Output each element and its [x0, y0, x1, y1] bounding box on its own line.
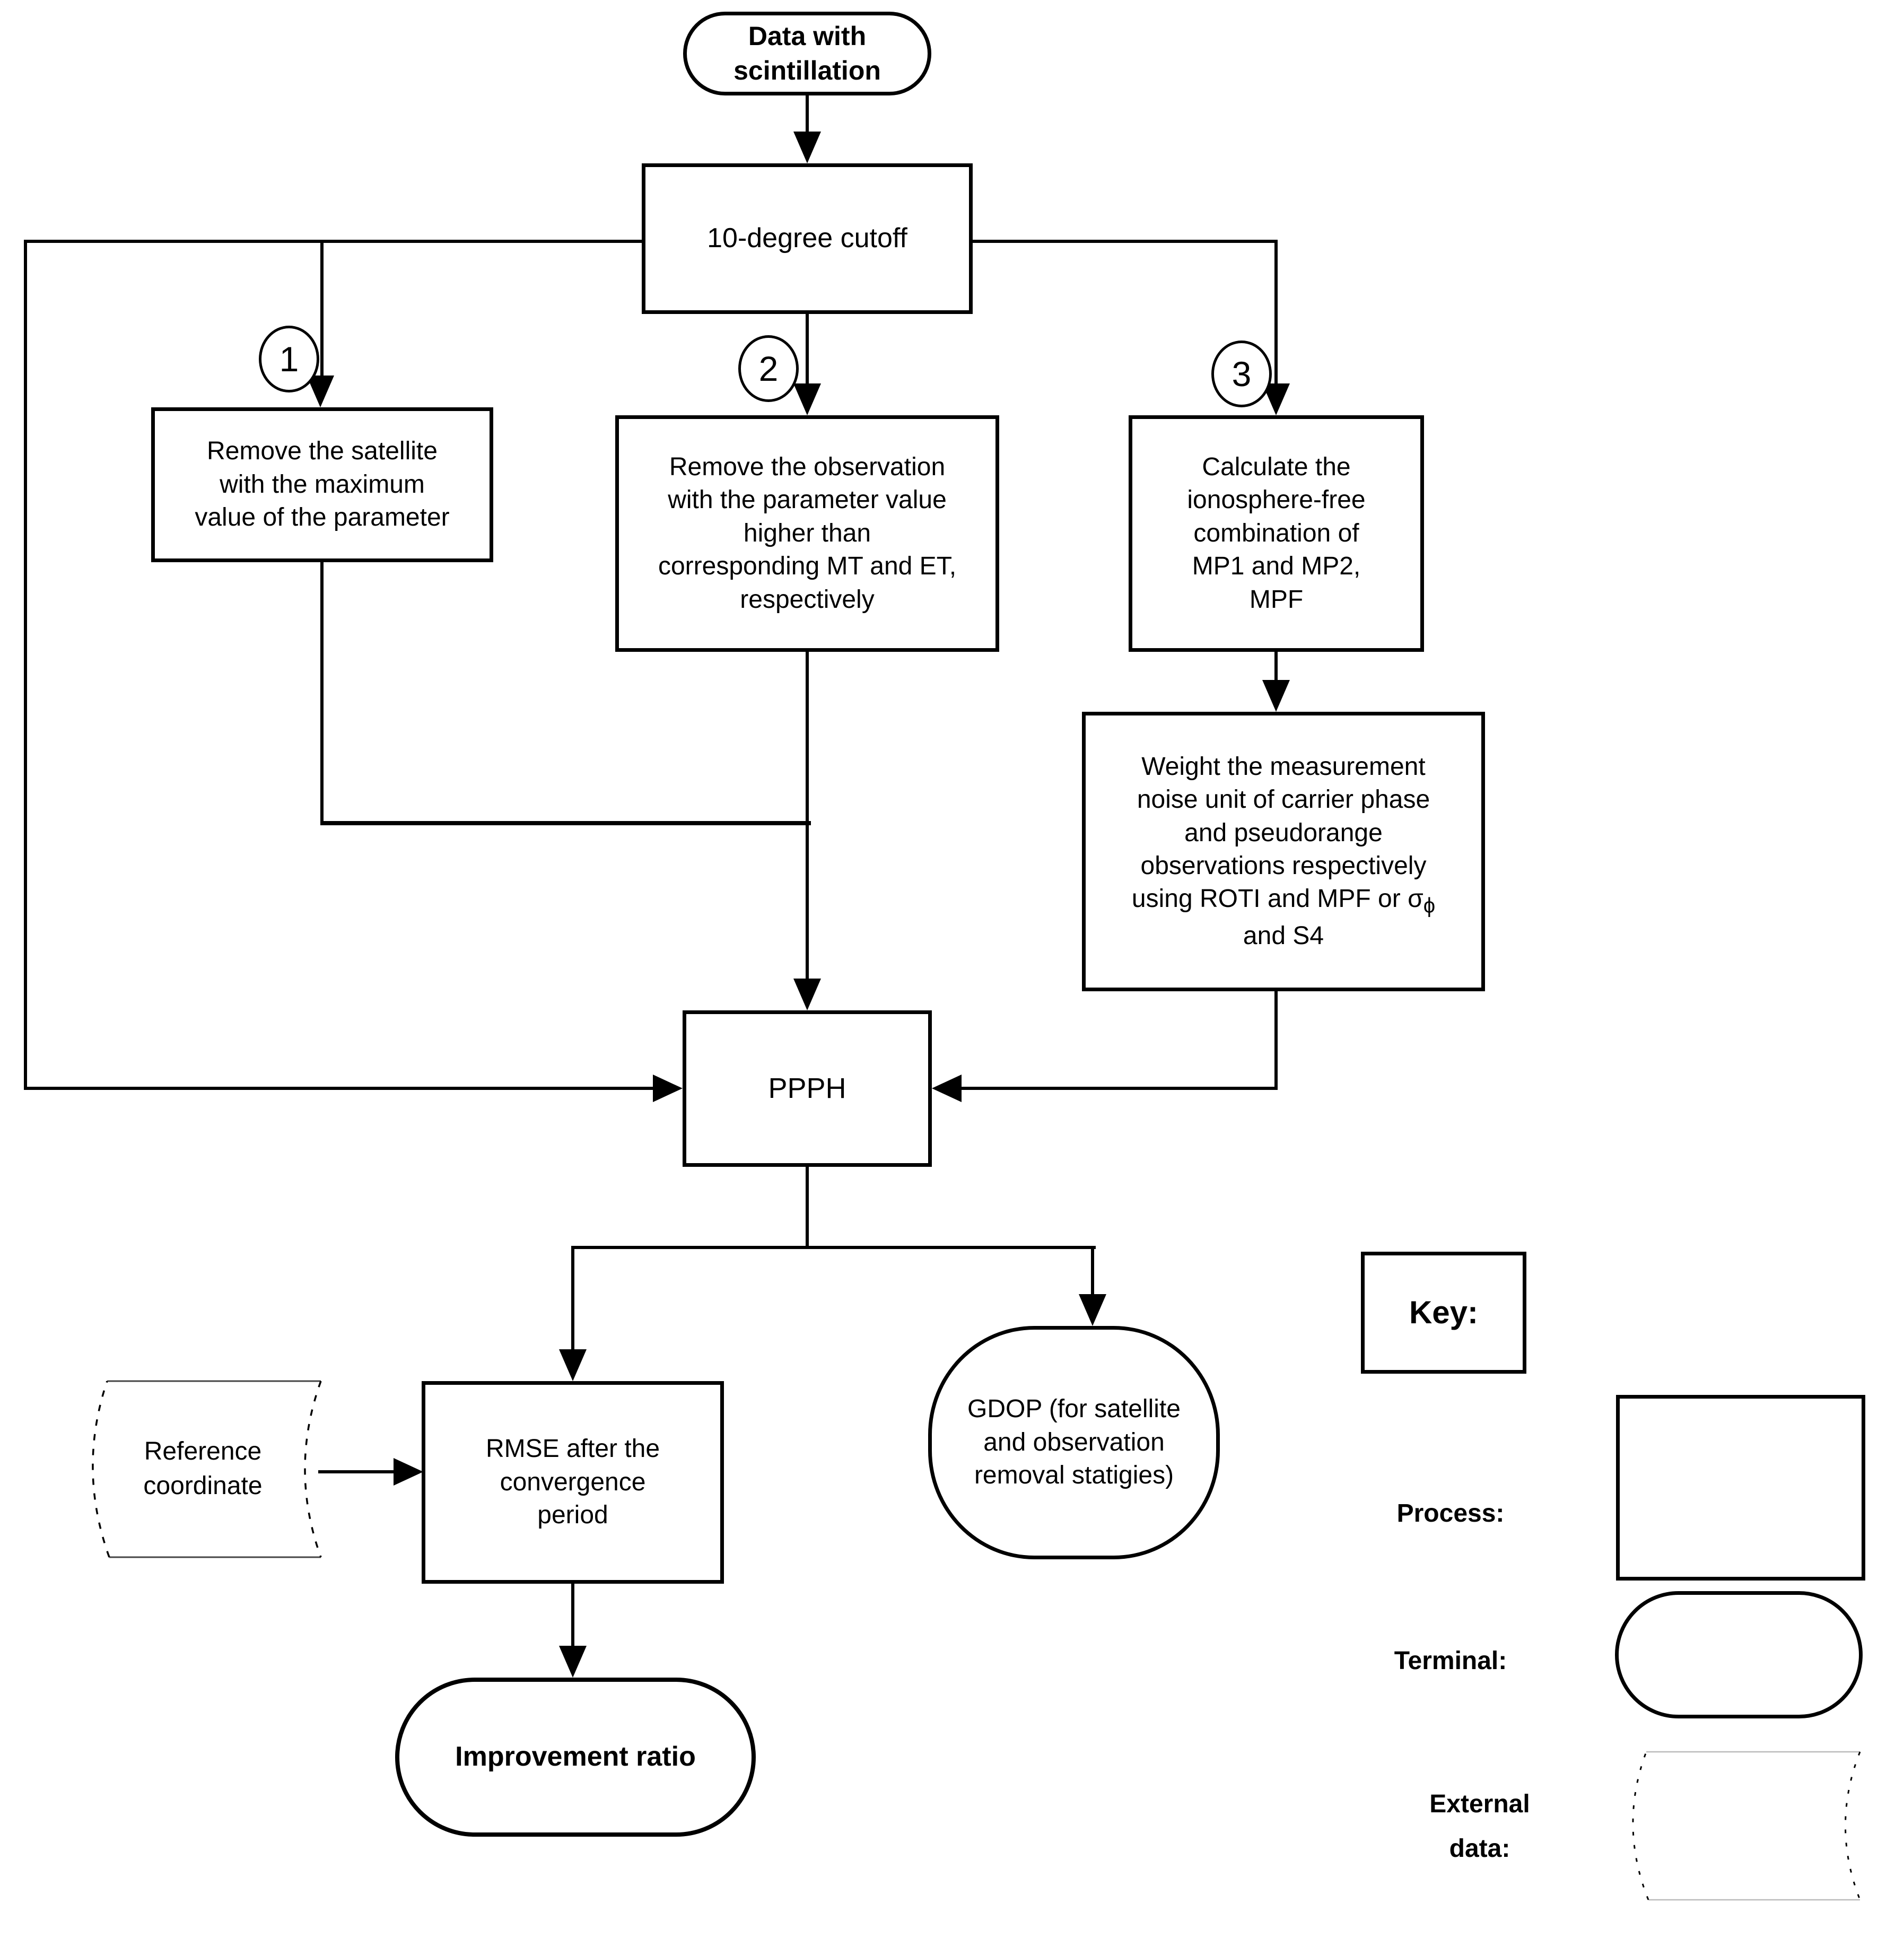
- node-label-line: with the parameter value: [668, 486, 947, 514]
- key-external-shape: [1632, 1751, 1861, 1901]
- process-remove-satellite: Remove the satellite with the maximum va…: [151, 407, 493, 562]
- node-label-line: convergence: [500, 1468, 646, 1496]
- connector-start-to-cutoff: [806, 95, 809, 135]
- node-label-line: value of the parameter: [195, 503, 450, 532]
- phi-subscript: ϕ: [1423, 894, 1436, 918]
- node-label-line: RMSE after the: [485, 1435, 660, 1463]
- key-external-label-line: External: [1429, 1790, 1530, 1818]
- connector-branch1-stem: [320, 240, 324, 379]
- process-ionosphere-free: Calculate the ionosphere-free combinatio…: [1129, 415, 1424, 652]
- connector-weight-down: [1274, 991, 1278, 1090]
- arrowhead-into-gdop: [1079, 1294, 1106, 1326]
- badge-2: 2: [738, 335, 799, 402]
- node-label-line: Calculate the: [1202, 453, 1351, 482]
- node-label-line: using ROTI and MPF or σϕ: [1132, 883, 1435, 920]
- process-remove-observation: Remove the observation with the paramete…: [615, 415, 999, 652]
- node-label-line: combination of: [1193, 519, 1359, 547]
- arrowhead-into-ppph-right: [932, 1075, 962, 1102]
- node-label-line: MPF: [1249, 585, 1304, 614]
- arrowhead-into-rmse: [559, 1349, 587, 1381]
- badge-1: 1: [259, 326, 319, 392]
- terminal-improvement-ratio: Improvement ratio: [395, 1678, 756, 1837]
- external-reference-coordinate: Reference coordinate: [90, 1379, 316, 1559]
- node-label-line: 10-degree cutoff: [707, 223, 907, 254]
- node-label-line: and S4: [1243, 921, 1324, 950]
- connector-left-to-ppph: [24, 1087, 655, 1090]
- node-label-line: period: [537, 1501, 608, 1530]
- connector-branch1-junction: [320, 821, 811, 825]
- connector-branch2-stem: [806, 314, 809, 386]
- node-label-line: GDOP (for satellite: [967, 1395, 1181, 1424]
- arrowhead-into-branch2: [793, 383, 821, 415]
- node-label-line: Remove the satellite: [207, 437, 438, 466]
- arrowhead-into-rmse-left: [394, 1458, 423, 1486]
- connector-branch2-to-ppph: [806, 652, 809, 981]
- connector-weight-to-ppph: [962, 1087, 1278, 1090]
- badge-number: 3: [1232, 354, 1252, 394]
- arrowhead-into-ppph-left: [653, 1075, 683, 1102]
- node-label-line: respectively: [740, 585, 875, 614]
- node-label-line: and pseudorange: [1184, 818, 1383, 847]
- node-label-line: with the maximum: [220, 470, 425, 499]
- node-label-line: observations respectively: [1140, 851, 1427, 880]
- connector-cutoff-right-horizontal: [973, 240, 1278, 243]
- node-label-line: Improvement ratio: [455, 1741, 696, 1773]
- process-rmse: RMSE after the convergence period: [422, 1381, 724, 1584]
- arrowhead-into-ppph-top: [793, 979, 821, 1010]
- connector-far-left-vertical: [24, 240, 27, 1090]
- connector-branch3-stem: [1274, 240, 1278, 386]
- node-label-line: corresponding MT and ET,: [658, 552, 957, 581]
- key-title: Key:: [1361, 1252, 1526, 1374]
- node-label-line: scintillation: [733, 56, 881, 85]
- connector-branch1-down: [320, 562, 324, 825]
- node-label-line: and observation: [983, 1428, 1165, 1456]
- connector-rmse-to-improvement: [571, 1584, 574, 1648]
- node-label-line: removal statigies): [974, 1461, 1174, 1490]
- badge-3: 3: [1211, 341, 1272, 407]
- node-label-line: Remove the observation: [669, 453, 946, 482]
- node-label-line: noise unit of carrier phase: [1137, 785, 1430, 814]
- start-terminal: Data with scintillation: [683, 12, 931, 95]
- key-terminal-shape: [1615, 1591, 1863, 1718]
- node-label-line: MP1 and MP2,: [1192, 552, 1361, 581]
- node-label-line: coordinate: [143, 1472, 263, 1500]
- process-10-degree-cutoff: 10-degree cutoff: [642, 163, 973, 314]
- arrowhead-into-weight: [1262, 680, 1290, 712]
- key-external-label-line: data:: [1449, 1835, 1510, 1863]
- arrowhead-into-improvement: [559, 1646, 587, 1678]
- node-label-line: PPPH: [768, 1072, 846, 1105]
- terminal-gdop: GDOP (for satellite and observation remo…: [928, 1326, 1220, 1559]
- key-process-shape: [1616, 1395, 1865, 1581]
- key-external-label: External data:: [1379, 1782, 1580, 1871]
- key-process-label: Process:: [1396, 1499, 1505, 1527]
- external-reference-coordinate-shape: [92, 1380, 322, 1558]
- process-ppph: PPPH: [683, 1010, 932, 1167]
- node-label-line: Weight the measurement: [1141, 752, 1426, 781]
- node-label-line: Reference: [144, 1437, 262, 1466]
- key-title-text: Key:: [1409, 1295, 1479, 1330]
- connector-output-split: [571, 1246, 1096, 1249]
- connector-to-gdop: [1091, 1246, 1094, 1296]
- badge-number: 2: [758, 349, 779, 388]
- key-terminal-label: Terminal:: [1394, 1647, 1507, 1675]
- process-weight-noise: Weight the measurement noise unit of car…: [1082, 712, 1485, 991]
- connector-cutoff-left-horizontal: [24, 240, 642, 243]
- connector-ppph-out: [806, 1167, 809, 1249]
- node-label-line: Data with: [748, 21, 867, 51]
- node-label-line: ionosphere-free: [1187, 486, 1366, 514]
- arrowhead-into-cutoff: [793, 132, 821, 163]
- sigma-phi-text: using ROTI and MPF or σ: [1131, 885, 1423, 913]
- connector-branch3-to-weight: [1274, 652, 1278, 681]
- connector-refcoord-to-rmse: [318, 1470, 395, 1473]
- connector-to-rmse: [571, 1246, 574, 1352]
- node-label-line: higher than: [743, 519, 871, 547]
- badge-number: 1: [279, 339, 299, 379]
